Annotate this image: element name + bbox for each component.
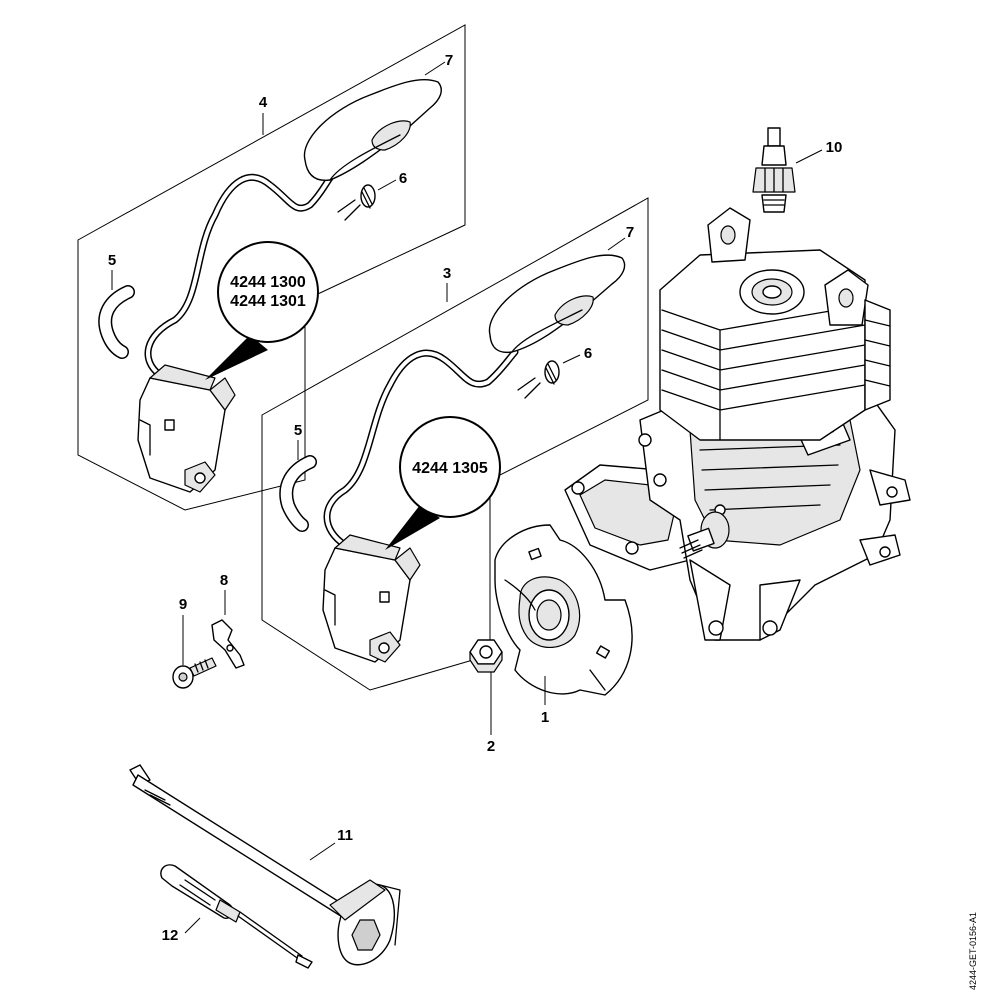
hose-5b xyxy=(279,455,317,532)
lower-switch-assembly xyxy=(279,254,626,663)
label-part-12: 12 xyxy=(162,927,179,944)
part-1-flywheel xyxy=(494,524,633,696)
label-part-4: 4 xyxy=(259,94,268,111)
part-9-screw xyxy=(172,657,217,689)
hose-5a xyxy=(98,285,135,359)
callout-upper: 4244 1300 4244 1301 xyxy=(205,241,319,380)
part-10-spark-plug xyxy=(752,127,796,213)
label-part-11: 11 xyxy=(337,827,353,844)
label-part-7a: 7 xyxy=(445,52,453,69)
part-labels: 4 7 6 5 3 7 6 5 8 9 10 1 2 11 12 xyxy=(108,52,843,944)
label-part-9: 9 xyxy=(179,596,187,613)
callout-lower-line1: 4244 1305 xyxy=(412,460,488,477)
engine-cylinder xyxy=(659,207,891,441)
assembly-box-4 xyxy=(77,24,466,511)
callout-upper-line2: 4244 1301 xyxy=(230,293,306,310)
spring-6a xyxy=(337,184,376,221)
label-part-6b: 6 xyxy=(584,345,592,362)
label-part-5a: 5 xyxy=(108,252,116,269)
callout-upper-line1: 4244 1300 xyxy=(230,274,306,291)
label-part-3: 3 xyxy=(443,265,451,282)
part-2-nut xyxy=(469,639,503,673)
assembly-box-3 xyxy=(261,197,649,691)
crankshaft-stub xyxy=(679,511,730,559)
callout-lower: 4244 1305 xyxy=(385,416,501,550)
engine-crankcase xyxy=(564,394,911,641)
part-8-plate xyxy=(211,619,245,669)
label-part-1: 1 xyxy=(541,709,549,726)
part-11-wrench xyxy=(129,764,401,966)
label-part-10: 10 xyxy=(826,139,843,156)
part-12-screwdriver xyxy=(160,864,313,969)
upper-switch-assembly xyxy=(98,78,442,493)
label-part-8: 8 xyxy=(220,572,228,589)
label-part-7b: 7 xyxy=(626,224,634,241)
drawing-code: 4244-GET-0156-A1 xyxy=(968,912,978,990)
label-part-2: 2 xyxy=(487,738,495,755)
leader-lines xyxy=(111,61,823,934)
label-part-6a: 6 xyxy=(399,170,407,187)
label-part-5b: 5 xyxy=(294,422,302,439)
spring-6b xyxy=(517,360,560,399)
